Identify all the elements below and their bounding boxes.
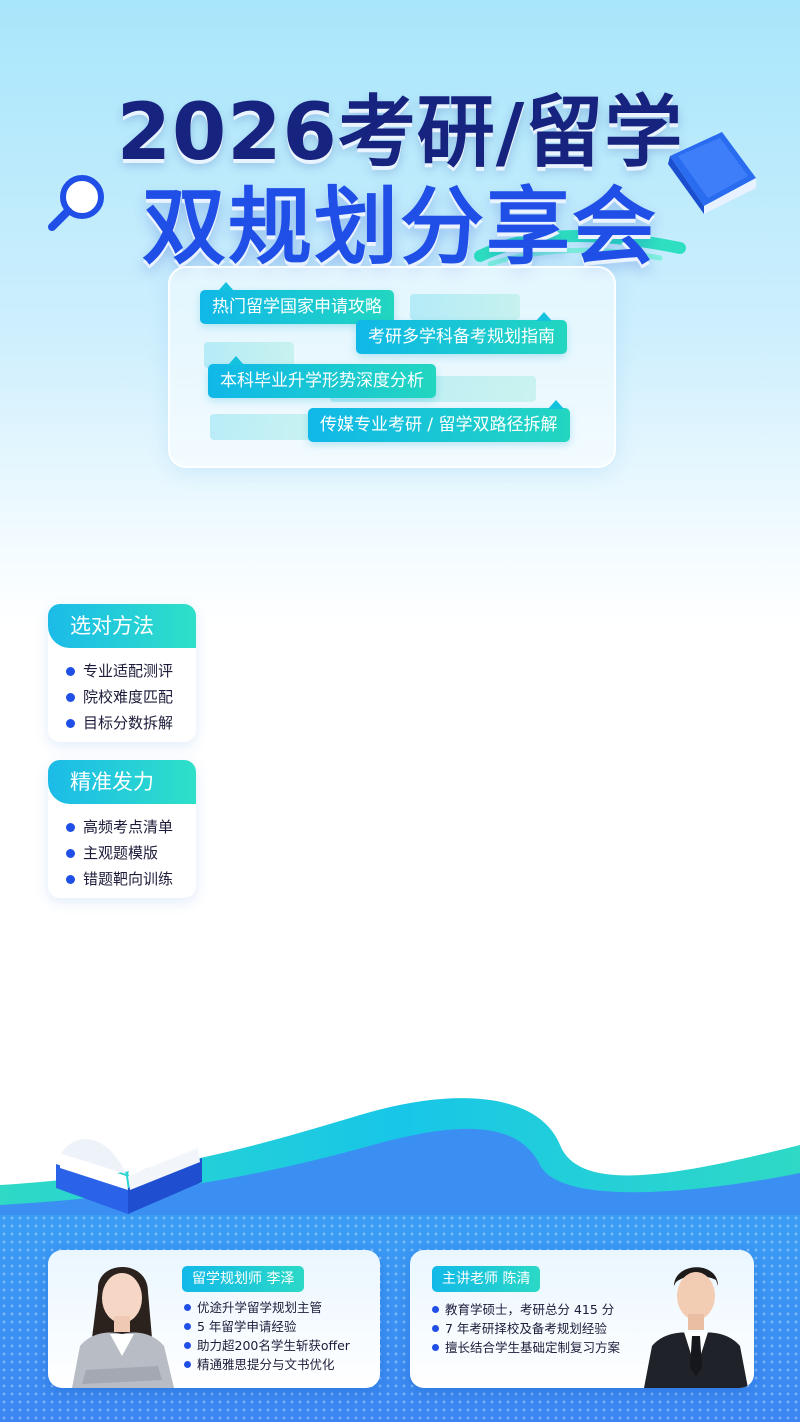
list-item: 7 年考研择校及备考规划经验 bbox=[432, 1319, 620, 1338]
method-card: 选对方法 专业适配测评 院校难度匹配 目标分数拆解 bbox=[48, 604, 196, 742]
bullet-dot-icon bbox=[432, 1344, 439, 1351]
book-icon bbox=[668, 132, 756, 214]
list-item: 院校难度匹配 bbox=[66, 684, 196, 710]
list-item: 精通雅思提分与文书优化 bbox=[184, 1355, 350, 1374]
decorative-bar bbox=[204, 342, 294, 368]
title-line-2: 双规划分享会 bbox=[141, 178, 658, 276]
magnifier-icon bbox=[48, 175, 104, 231]
teacher-card-chen: 主讲老师 陈清 教育学硕士，考研总分 415 分 7 年考研择校及备考规划经验 … bbox=[410, 1250, 754, 1388]
list-item: 擅长结合学生基础定制复习方案 bbox=[432, 1338, 620, 1357]
list-item: 助力超200名学生斩获offer bbox=[184, 1336, 350, 1355]
topic-text: 传媒专业考研 / 留学双路径拆解 bbox=[320, 415, 558, 435]
bullet-dot-icon bbox=[184, 1361, 191, 1368]
list-item: 5 年留学申请经验 bbox=[184, 1317, 350, 1336]
teacher-name-tag: 主讲老师 陈清 bbox=[432, 1266, 541, 1292]
topic-text: 热门留学国家申请攻略 bbox=[212, 297, 382, 317]
topic-tag: 传媒专业考研 / 留学双路径拆解 bbox=[308, 400, 570, 442]
bullet-dot-icon bbox=[184, 1323, 191, 1330]
list-item: 高频考点清单 bbox=[66, 814, 196, 840]
bullet-dot-icon bbox=[66, 874, 75, 884]
list-item: 优途升学留学规划主管 bbox=[184, 1298, 350, 1317]
bullet-dot-icon bbox=[432, 1325, 439, 1332]
list-item: 专业适配测评 bbox=[66, 658, 196, 684]
topic-text: 本科毕业升学形势深度分析 bbox=[220, 371, 424, 391]
title-line-1: 2026考研/留学 bbox=[116, 88, 684, 178]
open-book-icon bbox=[56, 1132, 202, 1214]
decorative-bar bbox=[410, 294, 520, 320]
topic-tag: 考研多学科备考规划指南 bbox=[356, 312, 567, 354]
wave-decoration bbox=[0, 1098, 800, 1215]
bullet-dot-icon bbox=[66, 666, 75, 676]
bullet-dot-icon bbox=[66, 848, 75, 858]
bullet-dot-icon bbox=[66, 718, 75, 728]
bullet-dot-icon bbox=[184, 1304, 191, 1311]
list-item: 主观题模版 bbox=[66, 840, 196, 866]
precision-card: 精准发力 高频考点清单 主观题模版 错题靶向训练 bbox=[48, 760, 196, 898]
bullet-dot-icon bbox=[66, 822, 75, 832]
teacher-name-tag: 留学规划师 李泽 bbox=[182, 1266, 305, 1292]
bullet-dot-icon bbox=[66, 692, 75, 702]
title-underline-decoration bbox=[474, 230, 686, 267]
bullet-dot-icon bbox=[184, 1342, 191, 1349]
list-item: 教育学硕士，考研总分 415 分 bbox=[432, 1300, 620, 1319]
list-item: 错题靶向训练 bbox=[66, 866, 196, 892]
topics-panel: 热门留学国家申请攻略 考研多学科备考规划指南 本科毕业升学形势深度分析 传媒专业… bbox=[168, 266, 616, 468]
topic-tag: 热门留学国家申请攻略 bbox=[200, 282, 394, 324]
card-heading: 精准发力 bbox=[48, 760, 196, 804]
topic-tag: 本科毕业升学形势深度分析 bbox=[208, 356, 436, 398]
bullet-dot-icon bbox=[432, 1306, 439, 1313]
teacher-photo bbox=[72, 1267, 174, 1388]
teacher-photo bbox=[644, 1267, 748, 1388]
teacher-card-li: 留学规划师 李泽 优途升学留学规划主管 5 年留学申请经验 助力超200名学生斩… bbox=[48, 1250, 380, 1388]
list-item: 目标分数拆解 bbox=[66, 710, 196, 736]
topic-text: 考研多学科备考规划指南 bbox=[368, 327, 555, 347]
card-heading: 选对方法 bbox=[48, 604, 196, 648]
